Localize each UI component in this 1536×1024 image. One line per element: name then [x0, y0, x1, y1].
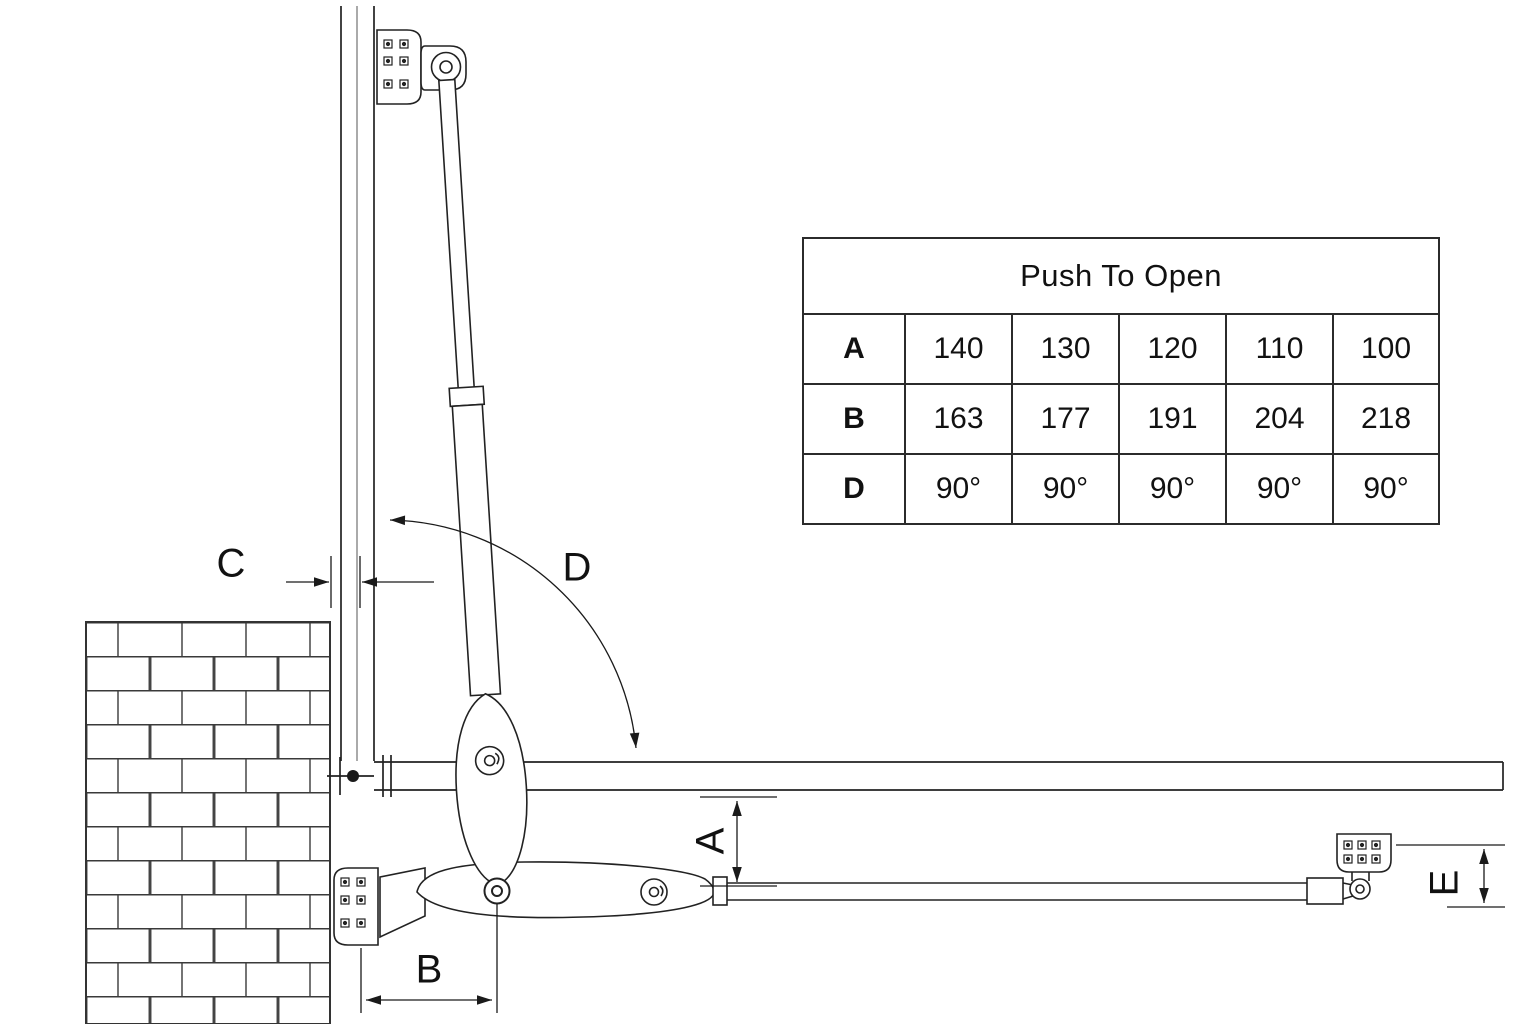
logo-icon	[474, 745, 505, 776]
screw-icon	[399, 56, 409, 66]
table-cell: 163	[904, 383, 1013, 455]
table-cell: 177	[1011, 383, 1120, 455]
table-cell: 90°	[904, 453, 1013, 525]
dimension-e	[1396, 844, 1505, 908]
screw-icon	[383, 39, 393, 49]
dim-label-e: E	[1423, 870, 1467, 897]
gate-bracket-right	[1336, 833, 1392, 900]
push-to-open-table: Push To Open A 140 130 120 110 100 B 163…	[801, 237, 1441, 525]
logo-icon	[640, 878, 668, 906]
screw-icon	[340, 877, 350, 887]
gate-leaf-open	[340, 6, 375, 761]
brick-wall	[85, 621, 331, 1024]
screw-icon	[340, 918, 350, 928]
table-cell: 130	[1011, 313, 1120, 385]
screw-icon	[1371, 840, 1381, 850]
screw-icon	[399, 39, 409, 49]
table-cell: 110	[1225, 313, 1334, 385]
table-cell: 90°	[1225, 453, 1334, 525]
screw-icon	[383, 79, 393, 89]
screw-icon	[356, 918, 366, 928]
dim-label-c: C	[217, 542, 246, 586]
table-title: Push To Open	[801, 237, 1441, 315]
dimension-a	[700, 796, 777, 887]
screw-icon	[383, 56, 393, 66]
table-row-b: B 163 177 191 204 218	[802, 383, 1441, 455]
table-cell: 140	[904, 313, 1013, 385]
table-title-row: Push To Open	[801, 237, 1441, 315]
screw-icon	[356, 895, 366, 905]
rear-bracket	[333, 867, 379, 946]
dimension-c	[286, 556, 434, 608]
screw-icon	[1371, 854, 1381, 864]
row-label-d: D	[802, 453, 906, 525]
table-cell: 218	[1331, 383, 1441, 455]
screw-icon	[1343, 840, 1353, 850]
dimension-d	[389, 515, 640, 749]
gate-hinge	[327, 757, 374, 795]
dim-label-a: A	[689, 827, 733, 854]
screw-icon	[1357, 840, 1367, 850]
rear-pivot	[483, 877, 511, 905]
table-row-a: A 140 130 120 110 100	[802, 313, 1441, 385]
screw-icon	[1343, 854, 1353, 864]
table-cell: 90°	[1331, 453, 1441, 525]
dim-label-b: B	[416, 948, 443, 992]
screw-icon	[340, 895, 350, 905]
table-cell: 120	[1118, 313, 1227, 385]
screw-icon	[399, 79, 409, 89]
post-bracket-top	[376, 29, 467, 105]
dim-label-d: D	[563, 546, 592, 590]
table-cell: 100	[1331, 313, 1441, 385]
actuator-closed	[379, 861, 1354, 939]
table-cell: 191	[1118, 383, 1227, 455]
row-label-b: B	[802, 383, 906, 455]
gate-leaf-closed	[374, 755, 1504, 797]
screw-icon	[356, 877, 366, 887]
row-label-a: A	[802, 313, 906, 385]
table-row-d: D 90° 90° 90° 90° 90°	[802, 453, 1441, 525]
dimension-b	[360, 904, 498, 1013]
table-cell: 204	[1225, 383, 1334, 455]
table-cell: 90°	[1011, 453, 1120, 525]
table-cell: 90°	[1118, 453, 1227, 525]
screw-icon	[1357, 854, 1367, 864]
